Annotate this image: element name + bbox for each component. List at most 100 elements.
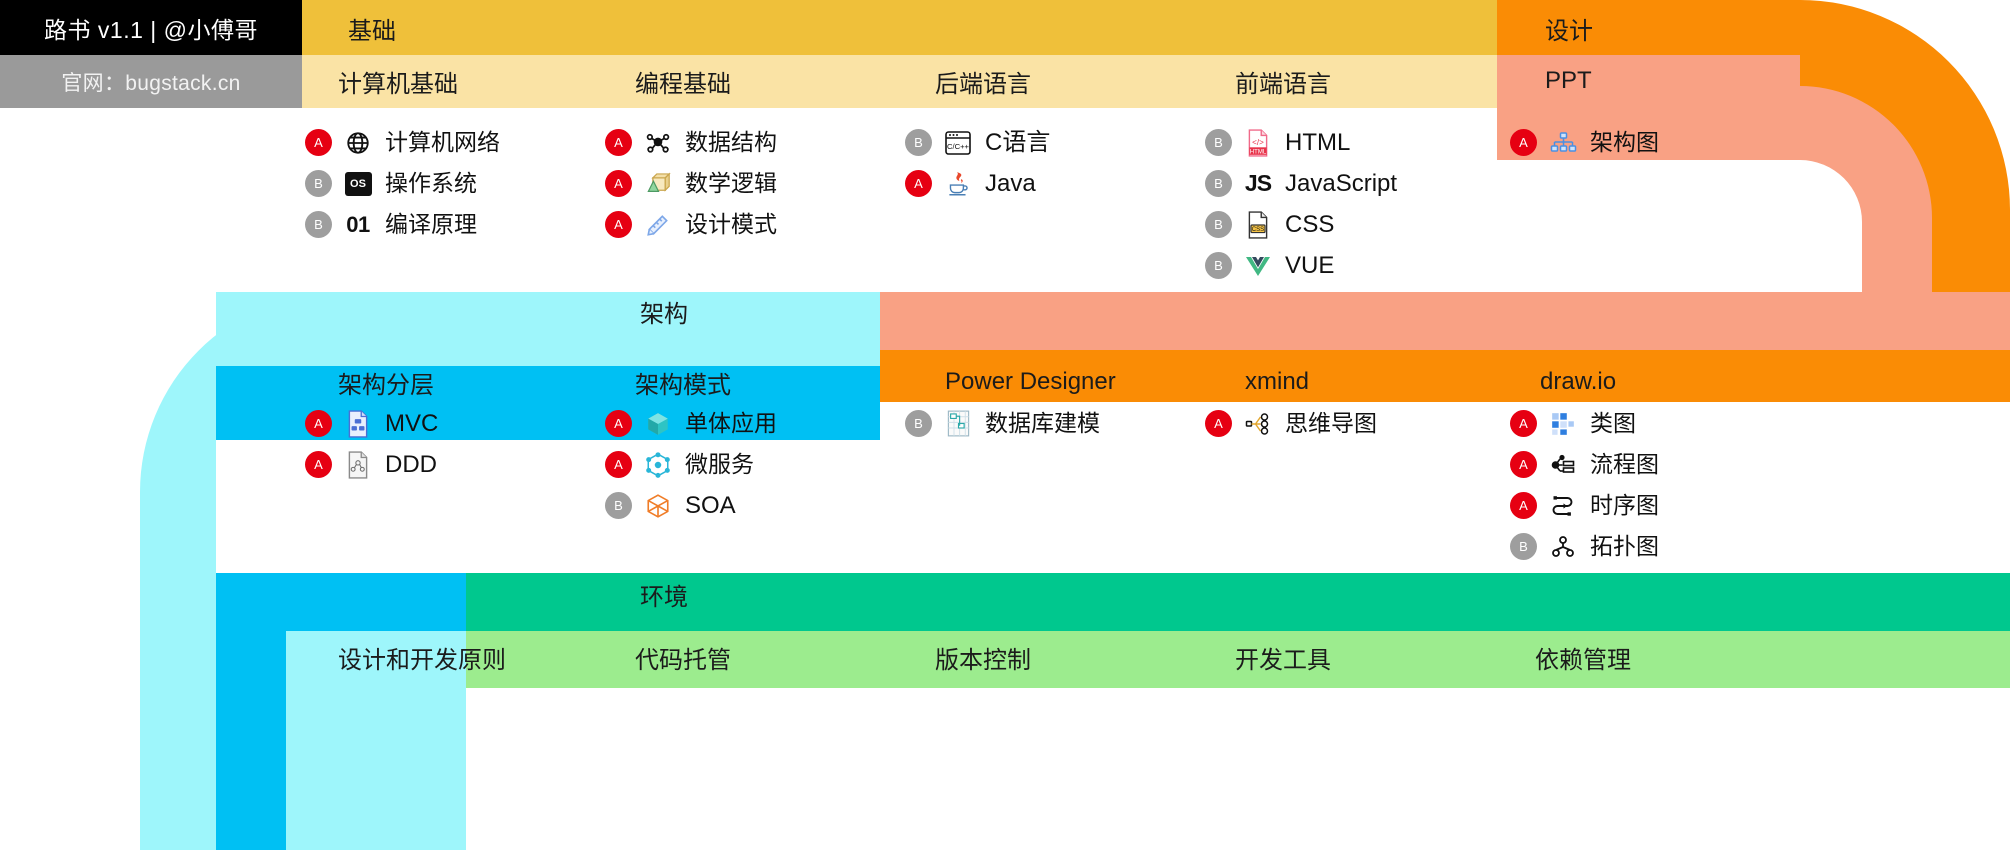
- item-label: DDD: [385, 450, 437, 478]
- list-item[interactable]: B CSS CSS: [1205, 204, 1397, 245]
- cube-teal-icon: [643, 409, 673, 439]
- item-label: 数学逻辑: [685, 170, 777, 196]
- col-head-programming-basics[interactable]: 编程基础: [635, 70, 731, 98]
- col-head-design-dev-principles[interactable]: 设计和开发原则: [338, 646, 506, 674]
- list-item[interactable]: B OS 操作系统: [305, 163, 500, 204]
- col-items-architecture-layering: A MVC A: [305, 403, 438, 485]
- list-item[interactable]: B 拓扑图: [1510, 526, 1659, 567]
- level-badge-b: B: [905, 129, 932, 156]
- item-label: 计算机网络: [385, 129, 500, 155]
- microservice-node-icon: [643, 450, 673, 480]
- col-items-power-designer: B 数据库建模: [905, 403, 1100, 444]
- col-head-ppt[interactable]: PPT: [1545, 67, 1592, 94]
- list-item[interactable]: A 微服务: [605, 444, 777, 485]
- item-label: Java: [985, 169, 1036, 197]
- level-badge-b: B: [1205, 129, 1232, 156]
- col-head-drawio[interactable]: draw.io: [1540, 368, 1617, 395]
- list-item[interactable]: A MVC: [305, 403, 438, 444]
- level-badge-b: B: [1205, 170, 1232, 197]
- level-badge-a: A: [605, 451, 632, 478]
- list-item[interactable]: A 架构图: [1510, 122, 1659, 163]
- item-label: 编译原理: [385, 211, 477, 237]
- list-item[interactable]: A 计算机网络: [305, 122, 500, 163]
- col-items-drawio: A 类图 A: [1510, 403, 1659, 567]
- java-coffee-icon: [943, 169, 973, 199]
- sequence-diagram-icon: [1548, 491, 1578, 521]
- col-head-version-control[interactable]: 版本控制: [935, 646, 1031, 674]
- list-item[interactable]: A 流程图: [1510, 444, 1659, 485]
- col-head-xmind[interactable]: xmind: [1245, 368, 1310, 395]
- level-badge-a: A: [305, 451, 332, 478]
- html-file-icon: </> HTML: [1243, 128, 1273, 158]
- css-file-icon: CSS: [1243, 210, 1273, 240]
- list-item[interactable]: A 数据结构: [605, 122, 777, 163]
- item-label: 微服务: [685, 451, 754, 477]
- topology-icon: [1548, 532, 1578, 562]
- band-title-design: 设计: [1545, 17, 1593, 45]
- list-item[interactable]: A DDD: [305, 444, 438, 485]
- band-title-environment: 环境: [640, 583, 688, 611]
- list-item[interactable]: B </> HTML HTML: [1205, 122, 1397, 163]
- level-badge-b: B: [905, 410, 932, 437]
- level-badge-a: A: [1510, 492, 1537, 519]
- col-head-frontend-languages[interactable]: 前端语言: [1235, 70, 1331, 98]
- col-head-architecture-patterns[interactable]: 架构模式: [635, 371, 731, 399]
- col-head-power-designer[interactable]: Power Designer: [945, 368, 1116, 395]
- level-badge-a: A: [605, 170, 632, 197]
- binary-01-icon: 01: [346, 211, 370, 237]
- list-item[interactable]: A 单体应用: [605, 403, 777, 444]
- list-item[interactable]: B 01 编译原理: [305, 204, 500, 245]
- list-item[interactable]: A 设计模式: [605, 204, 777, 245]
- list-item[interactable]: B JS JavaScript: [1205, 163, 1397, 204]
- list-item[interactable]: A 数学逻辑: [605, 163, 777, 204]
- ddd-doc-icon: [343, 450, 373, 480]
- col-head-computer-basics[interactable]: 计算机基础: [338, 70, 458, 98]
- item-label: HTML: [1285, 128, 1351, 156]
- level-badge-a: A: [1510, 451, 1537, 478]
- level-badge-a: A: [605, 211, 632, 238]
- list-item[interactable]: A 时序图: [1510, 485, 1659, 526]
- flowchart-icon: [1548, 450, 1578, 480]
- col-head-code-hosting[interactable]: 代码托管: [635, 646, 731, 674]
- list-item[interactable]: A 思维导图: [1205, 403, 1377, 444]
- class-diagram-icon: [1548, 409, 1578, 439]
- col-items-architecture-patterns: A 单体应用 A 微服务: [605, 403, 777, 526]
- level-badge-b: B: [305, 170, 332, 197]
- ruler-pencil-icon: [643, 210, 673, 240]
- list-item[interactable]: A 类图: [1510, 403, 1659, 444]
- vue-icon: [1243, 251, 1273, 281]
- item-label: 流程图: [1590, 451, 1659, 477]
- list-item[interactable]: B C/C++ C语言: [905, 122, 1050, 163]
- list-item[interactable]: B VUE: [1205, 245, 1397, 286]
- col-head-dev-tools[interactable]: 开发工具: [1235, 646, 1331, 674]
- item-label: 单体应用: [685, 410, 777, 436]
- svg-text:</>: </>: [1252, 138, 1264, 147]
- brand-subtitle: 官网：bugstack.cn: [0, 55, 302, 108]
- list-item[interactable]: B SOA: [605, 485, 777, 526]
- data-structure-icon: [643, 128, 673, 158]
- band-foundation-shape: [140, 0, 2010, 850]
- col-head-architecture-layering[interactable]: 架构分层: [338, 371, 434, 399]
- svg-text:C/C++: C/C++: [947, 142, 970, 151]
- db-model-icon: [943, 409, 973, 439]
- band-title-foundation: 基础: [348, 17, 396, 45]
- level-badge-b: B: [1205, 252, 1232, 279]
- list-item[interactable]: A Java: [905, 163, 1050, 204]
- level-badge-b: B: [305, 211, 332, 238]
- level-badge-a: A: [605, 410, 632, 437]
- col-items-ppt: A 架构图: [1510, 122, 1659, 163]
- list-item[interactable]: B 数据库建模: [905, 403, 1100, 444]
- level-badge-b: B: [1205, 211, 1232, 238]
- c-cpp-window-icon: C/C++: [943, 128, 973, 158]
- brand-title: 路书 v1.1 | @小傅哥: [0, 0, 302, 55]
- col-head-backend-languages[interactable]: 后端语言: [935, 70, 1031, 98]
- item-label: 架构图: [1590, 129, 1659, 155]
- item-label: 时序图: [1590, 492, 1659, 518]
- level-badge-a: A: [1510, 129, 1537, 156]
- item-label: 思维导图: [1285, 410, 1377, 436]
- level-badge-a: A: [1205, 410, 1232, 437]
- col-head-dependency-management[interactable]: 依赖管理: [1535, 646, 1631, 674]
- band-title-architecture: 架构: [640, 300, 688, 328]
- col-items-programming-basics: A 数据结构 A 数学逻辑 A: [605, 122, 777, 245]
